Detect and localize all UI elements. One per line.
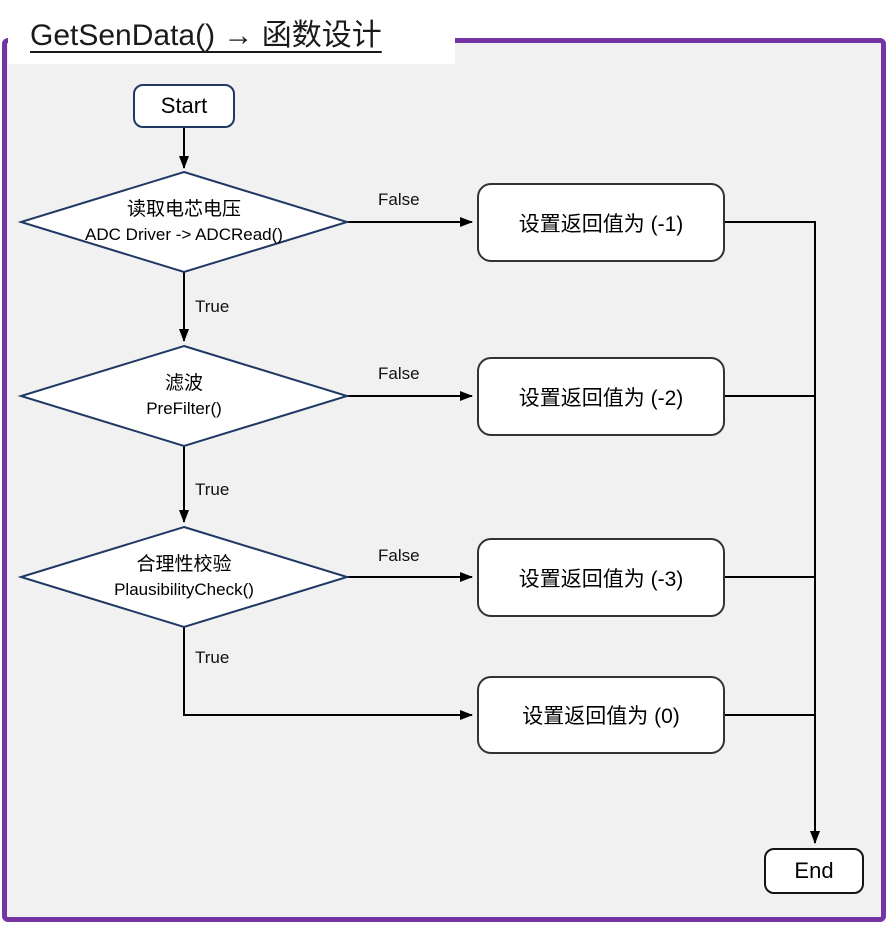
decision3-text: 合理性校验 PlausibilityCheck() (24, 552, 344, 602)
result-node-zero: 设置返回值为 (0) (477, 676, 725, 754)
decision3-title: 合理性校验 (136, 554, 232, 575)
decision1-title: 读取电芯电压 (126, 199, 241, 220)
decision3-diamond (17, 525, 351, 629)
result-neg3-label: 设置返回值为 (-3) (518, 567, 684, 591)
result-node-neg2: 设置返回值为 (-2) (477, 357, 725, 436)
result-zero-label: 设置返回值为 (0) (522, 705, 680, 728)
start-node: Start (133, 84, 235, 128)
edge-label-false-3: False (378, 546, 420, 565)
decision3-code: PlausibilityCheck() (114, 580, 254, 599)
result-node-neg3: 设置返回值为 (-3) (477, 538, 725, 617)
title-plate: GetSenData() → 函数设计 (8, 0, 455, 64)
decision1-code: ADC Driver -> ADCRead() (85, 225, 283, 244)
edge-label-true-1: True (195, 297, 230, 316)
edge-label-false-2: False (378, 364, 420, 383)
edge-decision3-true (183, 627, 473, 720)
end-node: End (764, 848, 864, 894)
decision2-code: PreFilter() (146, 399, 222, 418)
decision2-diamond (17, 344, 351, 448)
start-label: Start (160, 93, 208, 118)
decision2-text: 滤波 PreFilter() (24, 371, 344, 421)
edge-label-true-3: True (195, 648, 230, 667)
decision1-diamond (17, 170, 351, 274)
edge-label-true-2: True (195, 480, 230, 499)
end-label: End (794, 858, 834, 883)
page-title: GetSenData() → 函数设计 (30, 19, 382, 52)
result-neg2-label: 设置返回值为 (-2) (518, 386, 684, 410)
edge-label-false-1: False (378, 190, 420, 209)
result-neg1-label: 设置返回值为 (-1) (518, 212, 684, 236)
decision1-text: 读取电芯电压 ADC Driver -> ADCRead() (24, 197, 344, 247)
decision2-title: 滤波 (164, 373, 203, 394)
result-node-neg1: 设置返回值为 (-1) (477, 183, 725, 262)
